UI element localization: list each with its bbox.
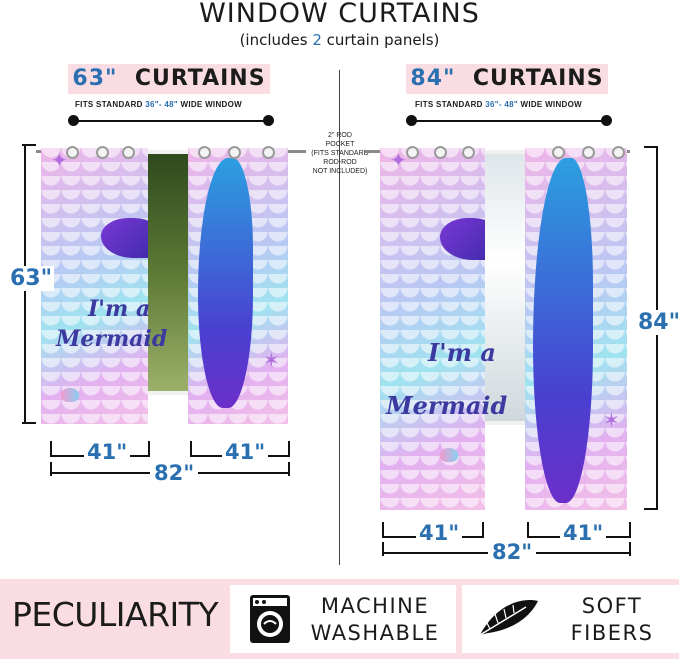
left-grommet [122,146,135,159]
page-subtitle: (includes 2 curtain panels) [239,31,440,49]
right-total-cap [629,542,631,556]
left-width-cap [288,441,290,457]
left-star-decor: ✦ [51,150,68,172]
left-height-cap-top [22,144,36,146]
left-width-cap [190,441,192,457]
right-script-line1: I'm a [428,338,496,367]
left-tail-decor [198,158,253,408]
right-height-cap-bottom [644,508,658,510]
left-grommet [262,146,275,159]
left-total-width: 82" [150,461,199,485]
right-panel-width-a: 41" [416,521,463,545]
right-script-line2: Mermaid [386,391,508,420]
left-grommet [228,146,241,159]
right-width-cap [482,522,484,538]
right-curtain-panel-b: ✶ [525,148,627,510]
right-star-decor-b: ✶ [603,410,620,432]
right-total-width: 82" [488,540,537,564]
right-grommet [462,146,475,159]
left-height-cap-bottom [22,422,36,424]
center-divider [339,70,340,565]
right-height-cap-top [644,146,658,148]
left-height-value: 63" [8,266,55,291]
right-shell-decor [440,448,458,462]
left-fit-line [73,120,269,122]
washing-machine-icon [248,593,292,645]
left-star-decor-b: ✶ [263,350,280,372]
left-script-line2: Mermaid [56,326,168,352]
machine-washable-box: MACHINE WASHABLE [230,585,456,653]
left-curtain-panel-b: ✶ [188,148,288,424]
right-width-cap [629,522,631,538]
left-total-cap [50,462,52,476]
peculiarity-label: PECULIARITY [11,595,219,634]
right-curtain-panel-a: ✦ [380,148,485,510]
right-grommet [612,146,625,159]
soft-fibers-box: SOFT FIBERS [462,585,679,653]
right-grommet [406,146,419,159]
right-panel-width-b: 41" [560,521,607,545]
left-panel-width-b: 41" [222,440,269,464]
left-grommet [198,146,211,159]
right-grommet [434,146,447,159]
right-height-value: 84" [636,310,679,335]
right-tail-decor [533,158,593,503]
left-fit-dot-b [263,115,274,126]
right-total-cap [382,542,384,556]
left-tail-fin-decor [101,218,148,258]
left-curtain-panel-a: ✦ [41,148,148,424]
right-grommet [582,146,595,159]
right-size-label: 84" CURTAINS [406,64,608,94]
left-shell-decor [61,388,79,402]
right-fit-dot-b [601,115,612,126]
left-total-cap [288,462,290,476]
right-width-cap [527,522,529,538]
left-panel-width-a: 41" [84,440,131,464]
left-script-line1: I'm a [88,296,151,322]
right-fits-note: FITS STANDARD 36"- 48" WIDE WINDOW [415,100,582,109]
right-width-cap [382,522,384,538]
right-tail-fin-decor [440,218,485,260]
left-width-cap [50,441,52,457]
machine-washable-text: MACHINE WASHABLE [310,594,440,645]
feather-icon [476,595,542,639]
right-star-decor: ✦ [390,150,407,172]
left-width-cap [148,441,150,457]
left-fits-note: FITS STANDARD 36"- 48" WIDE WINDOW [75,100,242,109]
left-grommet [66,146,79,159]
page-title: WINDOW CURTAINS [199,0,480,29]
left-size-label: 63" CURTAINS [68,64,270,94]
soft-fibers-text: SOFT FIBERS [570,594,654,645]
left-grommet [96,146,109,159]
right-grommet [552,146,565,159]
right-fit-line [411,120,607,122]
